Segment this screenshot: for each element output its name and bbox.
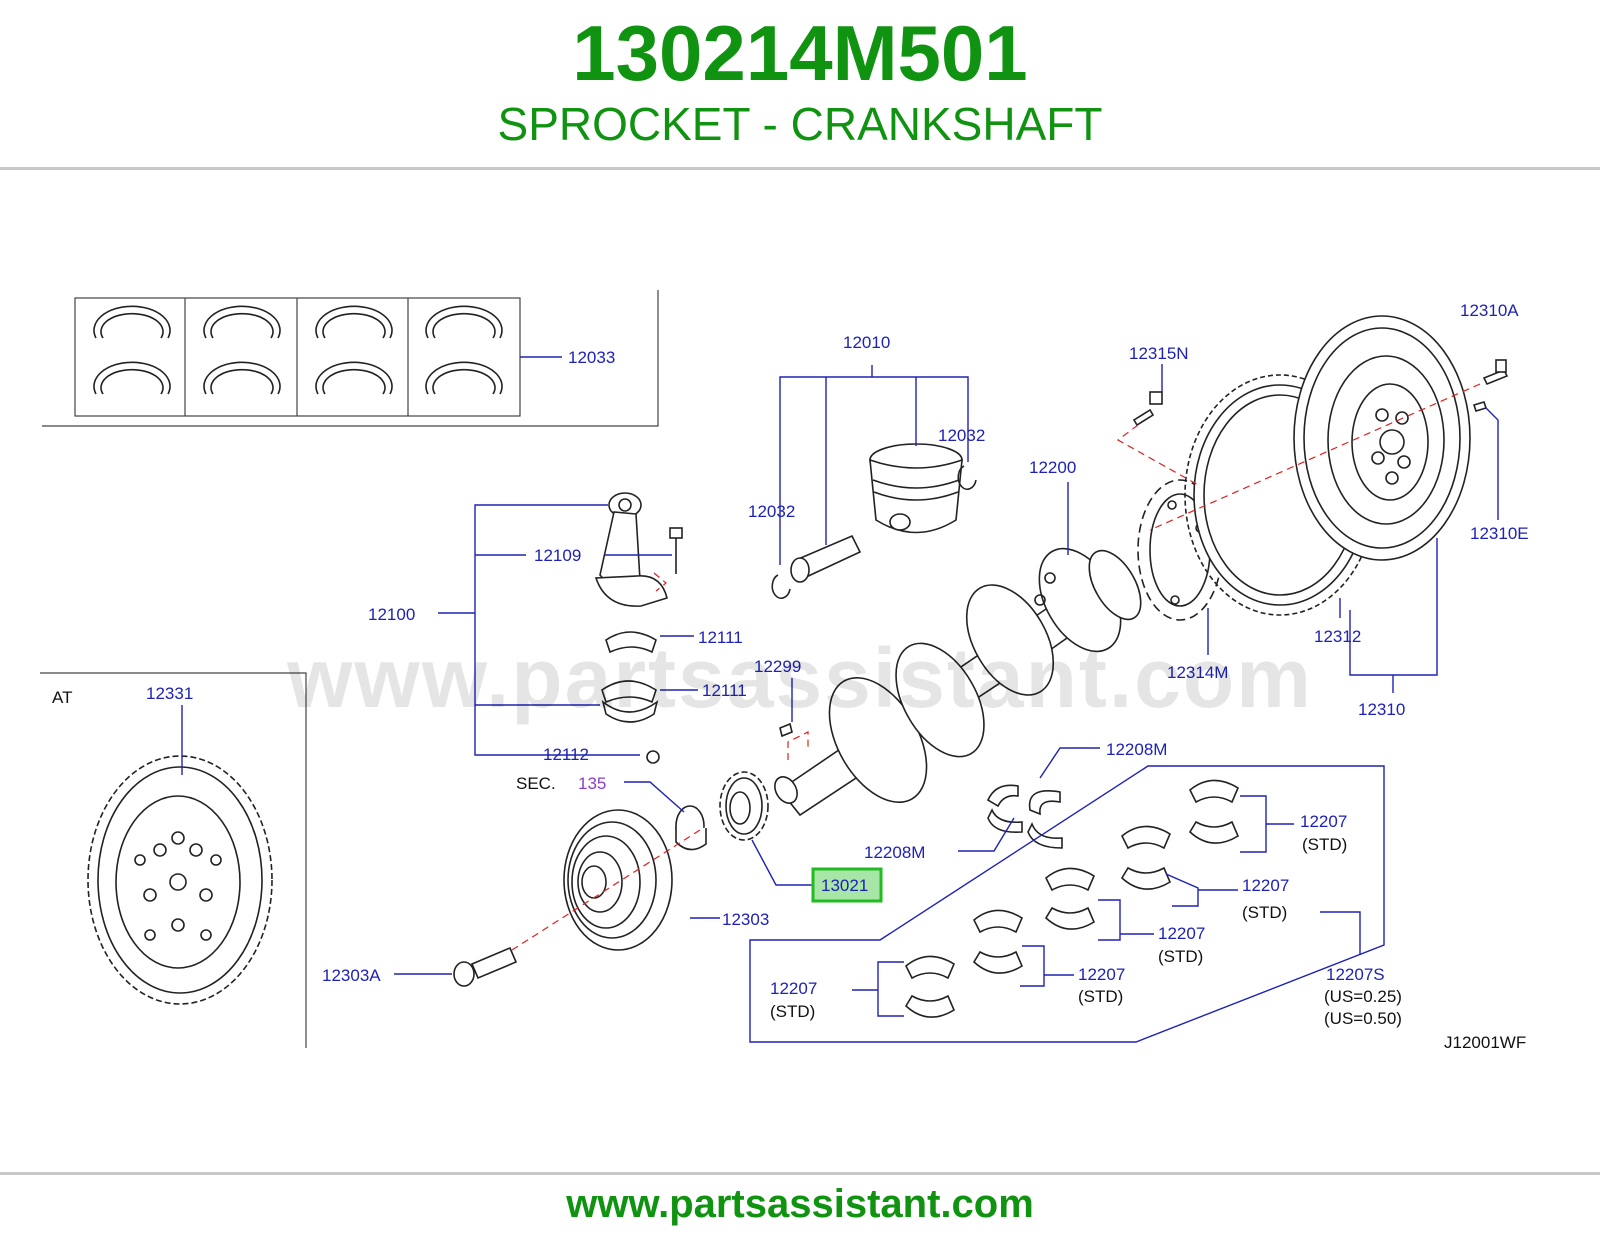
label-12314m[interactable]: 12314M bbox=[1167, 663, 1228, 682]
label-12111-bottom[interactable]: 12111 bbox=[702, 681, 747, 700]
label-12312[interactable]: 12312 bbox=[1314, 627, 1361, 646]
part-number: 130214M501 bbox=[572, 9, 1028, 97]
label-12207-b[interactable]: 12207 bbox=[1242, 876, 1289, 895]
footer-divider bbox=[0, 1172, 1600, 1175]
flywheel-drawing bbox=[1293, 315, 1471, 561]
flywheel-bolt-drawing bbox=[1472, 359, 1509, 412]
label-12207-e[interactable]: 12207 bbox=[770, 979, 817, 998]
label-12208m-bottom[interactable]: 12208M bbox=[864, 843, 925, 862]
label-12208m-top[interactable]: 12208M bbox=[1106, 740, 1167, 759]
label-12200[interactable]: 12200 bbox=[1029, 458, 1076, 477]
collar-drawing bbox=[675, 805, 707, 851]
label-12207-c[interactable]: 12207 bbox=[1158, 924, 1205, 943]
label-12033[interactable]: 12033 bbox=[568, 348, 615, 367]
label-12032-right[interactable]: 12032 bbox=[938, 426, 985, 445]
label-12207s[interactable]: 12207S bbox=[1326, 965, 1385, 984]
label-12207-d[interactable]: 12207 bbox=[1078, 965, 1125, 984]
label-12315n[interactable]: 12315N bbox=[1129, 344, 1189, 363]
label-12100[interactable]: 12100 bbox=[368, 605, 415, 624]
label-13021[interactable]: 13021 bbox=[821, 876, 868, 895]
thrust-washer-drawing bbox=[986, 784, 1063, 849]
label-std-e: (STD) bbox=[770, 1002, 815, 1021]
label-12303a[interactable]: 12303A bbox=[322, 966, 381, 985]
label-12310e[interactable]: 12310E bbox=[1470, 524, 1529, 543]
diagram-code: J12001WF bbox=[1444, 1033, 1526, 1052]
crank-pulley-drawing bbox=[563, 809, 673, 951]
label-at: AT bbox=[52, 688, 72, 707]
label-12111-top[interactable]: 12111 bbox=[698, 628, 743, 647]
label-12010[interactable]: 12010 bbox=[843, 333, 890, 352]
label-std-c: (STD) bbox=[1158, 947, 1203, 966]
crankshaft-sprocket-drawing bbox=[719, 771, 769, 841]
header: 130214M501 SPROCKET - CRANKSHAFT bbox=[0, 0, 1600, 170]
bolt-12315n-drawing bbox=[1132, 391, 1163, 427]
label-12310a[interactable]: 12310A bbox=[1460, 301, 1519, 320]
label-us-025: (US=0.25) bbox=[1324, 987, 1402, 1006]
crankshaft-drawing bbox=[774, 547, 1142, 817]
label-12207-a[interactable]: 12207 bbox=[1300, 812, 1347, 831]
label-std-d: (STD) bbox=[1078, 987, 1123, 1006]
highlight-box-13021 bbox=[811, 867, 883, 903]
main-bearings-drawing bbox=[904, 779, 1240, 1018]
label-12112[interactable]: 12112 bbox=[543, 745, 589, 764]
label-sec: SEC. bbox=[516, 774, 556, 793]
pulley-bolt-drawing bbox=[453, 946, 518, 987]
label-12109[interactable]: 12109 bbox=[534, 546, 581, 565]
piston-ring-set-box bbox=[42, 290, 659, 427]
drive-plate-drawing bbox=[87, 755, 273, 1005]
label-12331[interactable]: 12331 bbox=[146, 684, 193, 703]
label-us-050: (US=0.50) bbox=[1324, 1009, 1402, 1028]
footer-website[interactable]: www.partsassistant.com bbox=[566, 1182, 1034, 1226]
part-name: SPROCKET - CRANKSHAFT bbox=[497, 98, 1103, 150]
connecting-rod-drawing bbox=[594, 492, 683, 764]
label-12310[interactable]: 12310 bbox=[1358, 700, 1405, 719]
label-sec-135[interactable]: 135 bbox=[578, 774, 606, 793]
label-std-a: (STD) bbox=[1302, 835, 1347, 854]
header-divider bbox=[0, 167, 1600, 170]
label-std-b: (STD) bbox=[1242, 903, 1287, 922]
label-12032-left[interactable]: 12032 bbox=[748, 502, 795, 521]
label-12303[interactable]: 12303 bbox=[722, 910, 769, 929]
label-12299[interactable]: 12299 bbox=[754, 657, 801, 676]
piston-drawing bbox=[771, 443, 977, 599]
at-box bbox=[40, 672, 307, 1048]
